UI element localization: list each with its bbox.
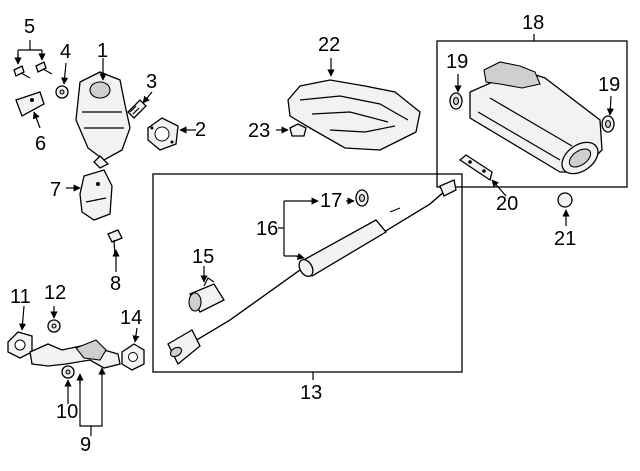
callout-3: 3 bbox=[146, 71, 157, 93]
callout-21: 21 bbox=[554, 228, 576, 250]
callout-7: 7 bbox=[50, 179, 61, 201]
callout-5: 5 bbox=[24, 16, 35, 38]
leader-20 bbox=[491, 179, 507, 197]
heat-shield bbox=[287, 79, 421, 151]
bracket-20 bbox=[458, 154, 493, 182]
gasket-11 bbox=[7, 331, 33, 359]
leader-19b bbox=[606, 95, 614, 116]
leader-16 bbox=[283, 200, 316, 257]
callout-19-left: 19 bbox=[446, 51, 468, 73]
hanger-rubber-17 bbox=[355, 189, 369, 207]
callout-15: 15 bbox=[192, 246, 214, 268]
callout-19-right: 19 bbox=[598, 74, 620, 96]
callout-14: 14 bbox=[120, 307, 142, 329]
center-exhaust-pipe bbox=[167, 179, 457, 366]
exhaust-system-box bbox=[152, 173, 463, 373]
leader-3 bbox=[142, 91, 153, 104]
clamp-15 bbox=[188, 277, 225, 313]
muffler-group-box bbox=[436, 40, 628, 188]
bracket-7 bbox=[79, 169, 113, 221]
callout-23: 23 bbox=[248, 120, 270, 142]
callout-9: 9 bbox=[80, 434, 91, 456]
leader-14 bbox=[132, 327, 140, 343]
leader-6 bbox=[32, 111, 41, 129]
clip-23 bbox=[289, 123, 307, 137]
hanger-rubber-left bbox=[449, 92, 463, 110]
bolt-8 bbox=[107, 229, 123, 257]
callout-6: 6 bbox=[35, 133, 46, 155]
catalytic-converter-1 bbox=[75, 71, 131, 169]
nut-4 bbox=[55, 85, 69, 99]
callout-17: 17 bbox=[320, 190, 342, 212]
callout-2: 2 bbox=[195, 119, 206, 141]
callout-20: 20 bbox=[496, 193, 518, 215]
part-21-insulator bbox=[557, 192, 573, 208]
callout-4: 4 bbox=[60, 41, 71, 63]
bolts-5 bbox=[13, 61, 53, 79]
callout-11: 11 bbox=[10, 286, 31, 308]
hanger-rubber-right bbox=[601, 115, 615, 133]
nut-10 bbox=[61, 365, 75, 379]
callout-13: 13 bbox=[300, 382, 322, 404]
nut-12 bbox=[47, 319, 61, 333]
gasket-14 bbox=[121, 343, 145, 371]
leader-5 bbox=[17, 40, 43, 62]
leader-11 bbox=[18, 305, 27, 331]
gasket-2 bbox=[147, 117, 179, 151]
callout-1: 1 bbox=[97, 40, 108, 62]
bracket-6 bbox=[15, 91, 45, 117]
callout-12: 12 bbox=[44, 282, 66, 304]
stud-3 bbox=[127, 99, 147, 119]
front-pipe-9 bbox=[29, 339, 121, 369]
rear-muffler bbox=[469, 61, 603, 175]
callout-22: 22 bbox=[318, 34, 340, 56]
callout-16: 16 bbox=[256, 218, 278, 240]
callout-10: 10 bbox=[56, 401, 78, 423]
leader-9 bbox=[79, 372, 103, 427]
callout-18: 18 bbox=[522, 12, 544, 34]
leader-4 bbox=[61, 62, 69, 85]
callout-8: 8 bbox=[110, 273, 121, 295]
